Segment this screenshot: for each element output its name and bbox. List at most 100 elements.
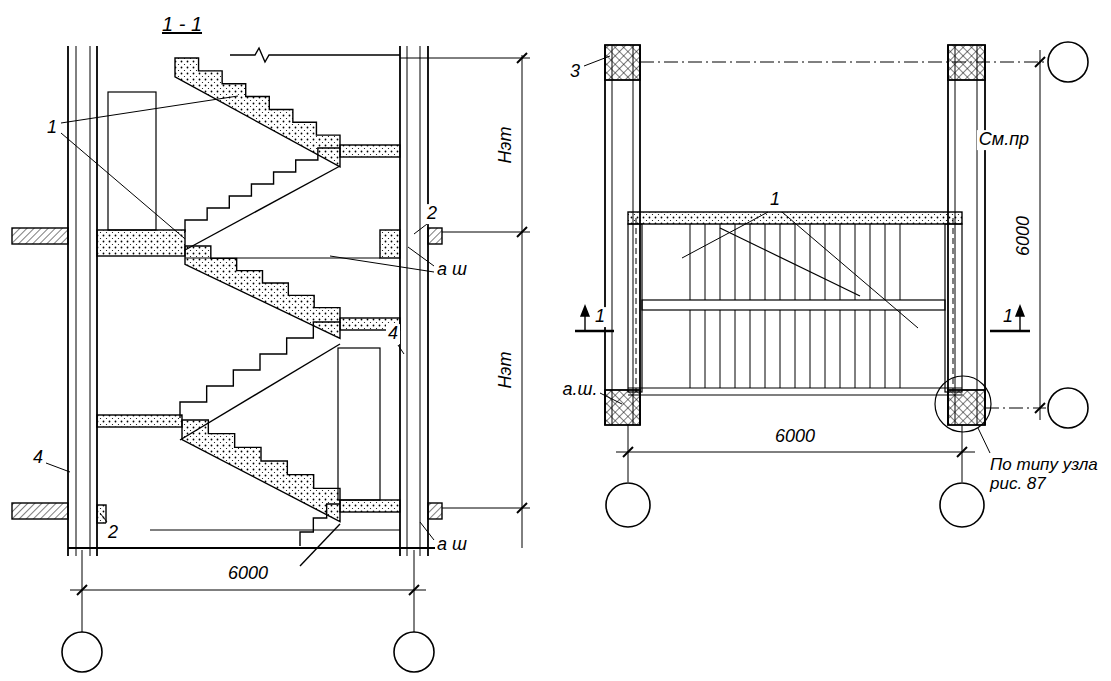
label-box: По типу узла рис. 87: [988, 456, 1100, 493]
label-box: Нэт: [496, 125, 516, 166]
stair-tread: [690, 310, 691, 388]
landing-slab: [340, 145, 400, 157]
stair-tread: [870, 310, 871, 388]
dimension-line: [1040, 50, 1041, 420]
wall-line: [633, 45, 634, 425]
wall-line: [955, 45, 956, 425]
leader-line: [420, 522, 434, 540]
stair-tread: [870, 224, 871, 300]
grid-axis-bubble: [394, 632, 434, 672]
section-number: 1: [593, 307, 607, 327]
section-arrow-head: [581, 306, 589, 316]
landing-beam: [97, 505, 106, 523]
dimension-line: [70, 590, 426, 591]
top-slab-break: [230, 48, 400, 62]
stair-tread: [690, 224, 691, 300]
label-box: 1: [45, 118, 59, 138]
stair-tread: [825, 224, 826, 300]
wall-line: [977, 45, 978, 425]
stair-flight-cut: [175, 58, 340, 167]
axis-line: [985, 408, 1046, 409]
grid-axis-bubble: [606, 483, 650, 527]
stair-tread: [825, 310, 826, 388]
section-mark: [990, 330, 1030, 332]
stair-tread: [705, 310, 706, 388]
stair-flight-underside: [185, 166, 340, 250]
dimension-height: Нэт: [496, 350, 516, 391]
dimension-tick: [957, 447, 967, 457]
stair-tread: [885, 224, 886, 300]
floor-line: [150, 530, 400, 531]
label-box: а ш: [435, 535, 469, 555]
section-number: 1: [1001, 307, 1015, 327]
label-box: 1: [768, 190, 782, 210]
stair-tread: [780, 224, 781, 300]
door-opening: [338, 348, 380, 500]
leader-line: [100, 513, 107, 522]
stair-flight: [180, 322, 340, 418]
leader-line: [584, 56, 610, 66]
leader-line: [61, 96, 238, 123]
axis-line: [640, 62, 1046, 63]
stair-edge: [628, 394, 962, 395]
stair-tread: [885, 310, 886, 388]
label-box: См.пр: [977, 130, 1031, 150]
leader-line: [398, 345, 404, 354]
break-line: [720, 228, 860, 296]
landing-beam: [380, 230, 400, 258]
dimension-height: Нэт: [496, 125, 516, 166]
stair-tread: [720, 224, 721, 300]
dimension-tick: [517, 227, 527, 237]
floor-slab: [428, 503, 442, 519]
dimension-value: 6000: [773, 427, 817, 447]
note-reference: См.пр: [977, 130, 1031, 150]
grid-axis-bubble: [62, 632, 102, 672]
wall-line: [427, 46, 429, 556]
detail-circle: [935, 376, 991, 432]
stair-tread: [855, 310, 856, 388]
landing-slab: [97, 230, 185, 256]
note-abbreviation: а ш: [435, 535, 469, 555]
wall-line: [639, 45, 641, 425]
label-box: 6000: [1014, 214, 1034, 258]
label-box: 1: [593, 307, 607, 327]
railing-line: [636, 218, 637, 392]
stair-flight: [300, 504, 340, 546]
label-box: 4: [386, 324, 400, 344]
callout-number: 3: [568, 62, 582, 82]
dimension-tick: [1035, 57, 1045, 67]
dimension-value: 6000: [1014, 214, 1034, 258]
extension-line: [442, 508, 530, 509]
label-box: 4: [31, 448, 45, 468]
railing-line: [953, 218, 954, 392]
wall-line: [612, 45, 613, 425]
floor-slab: [12, 503, 68, 519]
label-box: а ш: [435, 260, 469, 280]
section-title: 1 - 1: [160, 13, 204, 35]
dimension-line: [616, 452, 975, 453]
callout-number: 1: [768, 190, 782, 210]
leader-line: [330, 256, 434, 272]
dimension-tick: [1035, 403, 1045, 413]
callout-number: 4: [386, 324, 400, 344]
leader-line: [682, 212, 768, 258]
callout-number: 4: [31, 448, 45, 468]
label-box: 6000: [773, 427, 817, 447]
wall-line: [399, 46, 401, 556]
stair-tread: [855, 224, 856, 300]
label-box: 2: [425, 204, 439, 224]
stair-tread: [795, 310, 796, 388]
label-box: 2: [106, 523, 120, 543]
stair-flight: [185, 148, 340, 232]
dimension-tick: [409, 585, 419, 595]
leader-line: [600, 393, 622, 404]
note-abbreviation: а.ш.: [561, 380, 600, 400]
stair-flight-cut: [182, 420, 340, 522]
label-box: 3: [568, 62, 582, 82]
stair-tread: [900, 224, 901, 300]
wall-line: [90, 46, 91, 556]
stair-tread: [750, 310, 751, 388]
leader-line: [61, 133, 184, 238]
